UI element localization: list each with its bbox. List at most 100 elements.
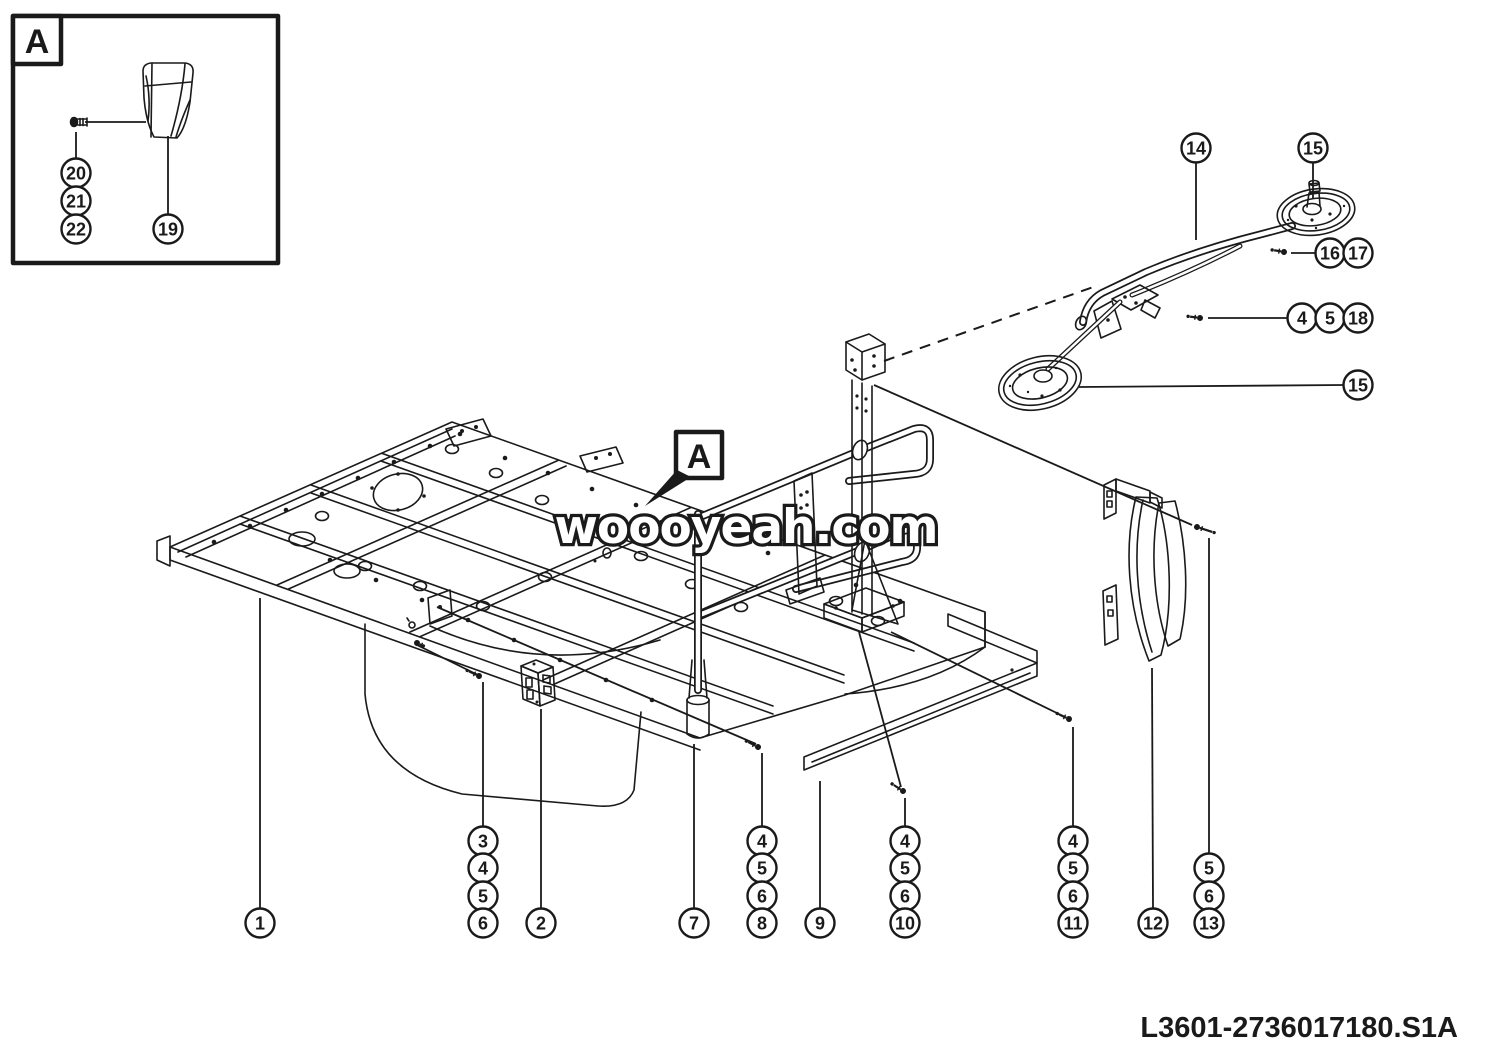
callout-5: 5 (1314, 302, 1346, 334)
lower-rail-drawing (803, 613, 1038, 771)
callout-5: 5 (889, 852, 921, 884)
callout-number: 6 (900, 887, 910, 907)
callout-circle (60, 213, 92, 245)
callout-circle (244, 907, 276, 939)
leader-line (1151, 667, 1154, 909)
leader-line (436, 606, 757, 745)
callout-number: 16 (1320, 244, 1340, 264)
callout-number: 14 (1186, 139, 1206, 159)
callout-18: 18 (1342, 302, 1374, 334)
callout-4: 4 (746, 825, 778, 857)
callout-number: 15 (1348, 376, 1368, 396)
callout-4: 4 (889, 825, 921, 857)
inset-bolt-icon (69, 116, 88, 128)
callout-11: 11 (1057, 907, 1089, 939)
callout-number: 5 (757, 859, 767, 879)
bolt-icon (1186, 314, 1203, 321)
bolt-icon (1055, 711, 1072, 722)
callout-number: 5 (1204, 859, 1214, 879)
drawing-number: L3601-2736017180.S1A (1140, 1012, 1458, 1044)
callout-number: 4 (1297, 309, 1307, 329)
callout-circle (1180, 132, 1212, 164)
detail-a-marker (645, 429, 725, 506)
callout-circle (467, 907, 499, 939)
inset-label: A (25, 23, 50, 61)
callout-number: 12 (1143, 914, 1163, 934)
callout-17: 17 (1342, 237, 1374, 269)
bolt-icon (414, 640, 426, 648)
callout-number: 13 (1199, 914, 1219, 934)
callout-number: 20 (66, 164, 86, 184)
callout-number: 22 (66, 220, 86, 240)
side-panel-drawing (1102, 478, 1187, 662)
callout-number: 2 (536, 914, 546, 934)
callout-10: 10 (889, 907, 921, 939)
callout-20: 20 (60, 157, 92, 189)
callout-number: 5 (1068, 859, 1078, 879)
callout-circle (746, 907, 778, 939)
dashed-leader-line (883, 284, 1100, 362)
callout-number: 8 (757, 914, 767, 934)
callout-4: 4 (1286, 302, 1318, 334)
mirror-head-lower-drawing (997, 299, 1123, 411)
handrail-assembly-drawing (686, 333, 934, 739)
callout-6: 6 (467, 907, 499, 939)
callout-number: 4 (1068, 832, 1078, 852)
callout-number: 19 (158, 220, 178, 240)
watermark-text: woooyeah.com (555, 500, 938, 555)
callout-number: 5 (1325, 309, 1335, 329)
callout-5: 5 (467, 880, 499, 912)
callout-7: 7 (678, 907, 710, 939)
callout-circle (1297, 132, 1329, 164)
detail-inset-box (10, 13, 281, 266)
callout-circle (804, 907, 836, 939)
callout-number: 1 (255, 914, 265, 934)
bolt-icon (1270, 248, 1287, 255)
callout-13: 13 (1193, 907, 1225, 939)
callout-14: 14 (1180, 132, 1212, 164)
callout-number: 5 (478, 887, 488, 907)
callout-12: 12 (1137, 907, 1169, 939)
callout-number: 4 (478, 859, 488, 879)
detail-marker-label: A (687, 438, 712, 476)
callout-5: 5 (1193, 852, 1225, 884)
leader-line (858, 631, 902, 788)
callout-circle (1193, 907, 1225, 939)
callout-6: 6 (889, 880, 921, 912)
callout-number: 17 (1348, 244, 1368, 264)
leader-lines-layer (75, 121, 1344, 909)
callout-circle (1057, 907, 1089, 939)
callout-circle (678, 907, 710, 939)
inset-part-drawing (142, 62, 194, 139)
mirror-arm-drawing (1074, 222, 1296, 339)
callout-number: 5 (900, 859, 910, 879)
platform-deck-drawing (156, 418, 986, 807)
callout-5: 5 (1057, 852, 1089, 884)
bolt-icon (890, 782, 906, 794)
leader-line (1078, 384, 1344, 388)
callout-number: 6 (1068, 887, 1078, 907)
callout-4: 4 (467, 852, 499, 884)
callout-6: 6 (746, 880, 778, 912)
callout-number: 4 (757, 832, 767, 852)
callout-19: 19 (152, 213, 184, 245)
callout-number: 9 (815, 914, 825, 934)
callout-number: 6 (478, 914, 488, 934)
connector-block-drawing (520, 659, 556, 707)
callout-number: 6 (1204, 887, 1214, 907)
callout-16: 16 (1314, 237, 1346, 269)
leader-line (873, 384, 1193, 526)
callout-circle (889, 907, 921, 939)
callout-3: 3 (467, 825, 499, 857)
callout-21: 21 (60, 185, 92, 217)
callout-number: 11 (1063, 914, 1082, 934)
callout-number: 6 (757, 887, 767, 907)
callout-circle (1342, 237, 1374, 269)
fastener-icons-layer (414, 248, 1287, 794)
callout-5: 5 (746, 852, 778, 884)
callout-number: 21 (66, 192, 86, 212)
callout-1: 1 (244, 907, 276, 939)
callout-number: 10 (895, 914, 915, 934)
